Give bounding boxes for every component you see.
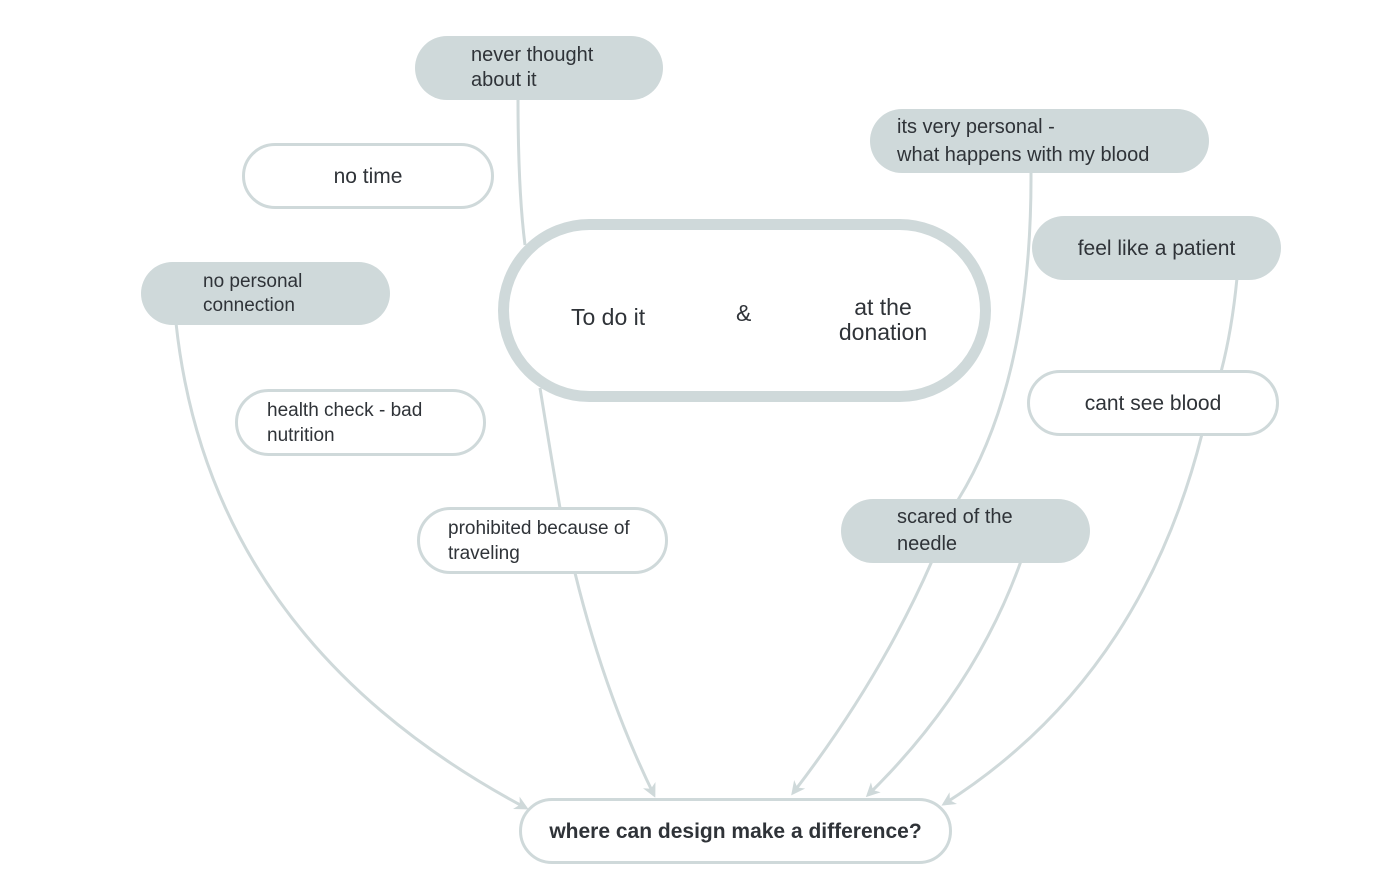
node-health-check[interactable]: health check - bad nutrition bbox=[235, 389, 486, 456]
line-very-personal-to-scared bbox=[956, 171, 1033, 501]
node-prohibited-traveling-label: prohibited because of traveling bbox=[448, 517, 630, 564]
node-never-thought[interactable]: never thought about it bbox=[415, 36, 663, 100]
node-no-personal-connection-label: no personal connection bbox=[203, 270, 303, 316]
node-feel-like-patient[interactable]: feel like a patient bbox=[1032, 216, 1281, 280]
node-never-thought-label: never thought about it bbox=[471, 44, 594, 91]
node-scared-of-needle-label: scared of the needle bbox=[897, 506, 1013, 555]
central-topic-ampersand: & bbox=[736, 300, 752, 326]
node-scared-of-needle[interactable]: scared of the needle bbox=[841, 499, 1090, 563]
node-no-personal-connection[interactable]: no personal connection bbox=[141, 262, 390, 325]
arrow-prohibited-to-outcome bbox=[573, 572, 656, 798]
node-prohibited-traveling[interactable]: prohibited because of traveling bbox=[417, 507, 668, 574]
node-very-personal-label: its very personal - what happens with my… bbox=[897, 116, 1150, 166]
arrow-scared-left-to-outcome bbox=[791, 560, 934, 796]
arrow-scared-right-to-outcome bbox=[865, 560, 1023, 798]
node-no-time[interactable]: no time bbox=[242, 143, 494, 209]
node-very-personal[interactable]: its very personal - what happens with my… bbox=[870, 109, 1209, 173]
node-cant-see-blood[interactable]: cant see blood bbox=[1027, 370, 1279, 436]
central-topic[interactable]: To do it & at the donation bbox=[498, 219, 991, 402]
node-feel-like-patient-label: feel like a patient bbox=[1077, 236, 1236, 260]
node-no-time-label: no time bbox=[333, 164, 403, 188]
node-cant-see-blood-label: cant see blood bbox=[1084, 391, 1222, 415]
arrow-cant-see-to-outcome bbox=[941, 433, 1204, 806]
central-topic-left-text: To do it bbox=[571, 304, 646, 330]
line-center-to-prohibited bbox=[538, 387, 562, 509]
line-feel-patient-to-cant-see bbox=[1219, 277, 1239, 373]
node-outcome[interactable]: where can design make a difference? bbox=[519, 798, 952, 864]
line-never-thought-to-center bbox=[516, 97, 527, 246]
node-health-check-label: health check - bad nutrition bbox=[267, 399, 423, 446]
arrow-no-personal-to-outcome bbox=[174, 322, 529, 810]
node-outcome-label: where can design make a difference? bbox=[549, 819, 922, 843]
central-topic-right-text: at the donation bbox=[838, 294, 928, 345]
